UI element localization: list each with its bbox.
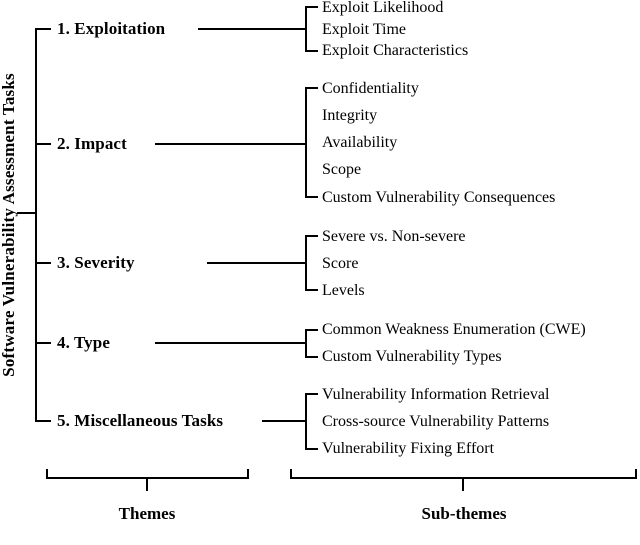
subthemes-caption: Sub-themes — [421, 504, 507, 523]
subtheme-label: Availability — [322, 134, 398, 151]
subtheme-label: Vulnerability Information Retrieval — [322, 386, 550, 403]
bracket-misc-top-tick — [305, 393, 318, 395]
subtheme-label: Custom Vulnerability Consequences — [322, 189, 556, 206]
trunk-tick-exploitation — [35, 28, 51, 30]
bracket-severity-bottom-tick — [305, 289, 318, 291]
trunk-tick-type — [35, 342, 51, 344]
bracket-impact-top-tick — [305, 87, 318, 89]
theme-label-impact: 2. Impact — [57, 134, 127, 153]
subthemes-brace-left-tick — [290, 469, 292, 479]
connector-exploitation — [198, 28, 307, 30]
bracket-exploitation — [305, 6, 307, 52]
root-title: Software Vulnerability Assessment Tasks — [0, 73, 18, 377]
subtheme-label: Exploit Likelihood — [322, 0, 444, 16]
theme-label-type: 4. Type — [57, 333, 110, 352]
subtheme-label: Exploit Characteristics — [322, 42, 469, 59]
connector-severity — [207, 262, 307, 264]
subtheme-label: Confidentiality — [322, 80, 419, 97]
subtheme-label: Severe vs. Non-severe — [322, 228, 466, 245]
bracket-exploitation-bottom-tick — [305, 50, 318, 52]
themes-brace-center-tick — [146, 477, 148, 491]
bracket-severity — [305, 235, 307, 291]
bracket-type-bottom-tick — [305, 356, 318, 358]
subthemes-brace-right-tick — [635, 469, 637, 479]
bracket-misc-bottom-tick — [305, 448, 318, 450]
trunk-tick-impact — [35, 143, 51, 145]
bracket-type — [305, 329, 307, 358]
theme-label-severity: 3. Severity — [57, 253, 135, 272]
subtheme-label: Score — [322, 255, 359, 272]
bracket-impact-bottom-tick — [305, 196, 318, 198]
subthemes-brace-center-tick — [462, 477, 464, 491]
subtheme-label: Scope — [322, 161, 362, 178]
subtheme-label: Exploit Time — [322, 21, 407, 38]
connector-type — [155, 342, 307, 344]
subtheme-label: Custom Vulnerability Types — [322, 348, 502, 365]
bracket-misc — [305, 393, 307, 450]
connector-misc — [262, 420, 307, 422]
theme-label-misc: 5. Miscellaneous Tasks — [57, 411, 224, 430]
root-tick-line — [17, 212, 35, 214]
bracket-type-top-tick — [305, 329, 318, 331]
trunk-line — [35, 28, 37, 422]
bracket-severity-top-tick — [305, 235, 318, 237]
subtheme-label: Integrity — [322, 107, 378, 124]
subtheme-label: Common Weakness Enumeration (CWE) — [322, 321, 586, 338]
themes-brace-left-tick — [46, 469, 48, 479]
trunk-tick-misc — [35, 420, 51, 422]
trunk-tick-severity — [35, 262, 51, 264]
subtheme-label: Vulnerability Fixing Effort — [322, 440, 495, 457]
theme-label-exploitation: 1. Exploitation — [57, 19, 166, 38]
subtheme-label: Cross-source Vulnerability Patterns — [322, 413, 550, 430]
themes-brace-right-tick — [247, 469, 249, 479]
subtheme-label: Levels — [322, 282, 365, 299]
bracket-impact — [305, 87, 307, 198]
bracket-exploitation-top-tick — [305, 6, 318, 8]
connector-impact — [155, 143, 307, 145]
themes-caption: Themes — [118, 504, 176, 523]
